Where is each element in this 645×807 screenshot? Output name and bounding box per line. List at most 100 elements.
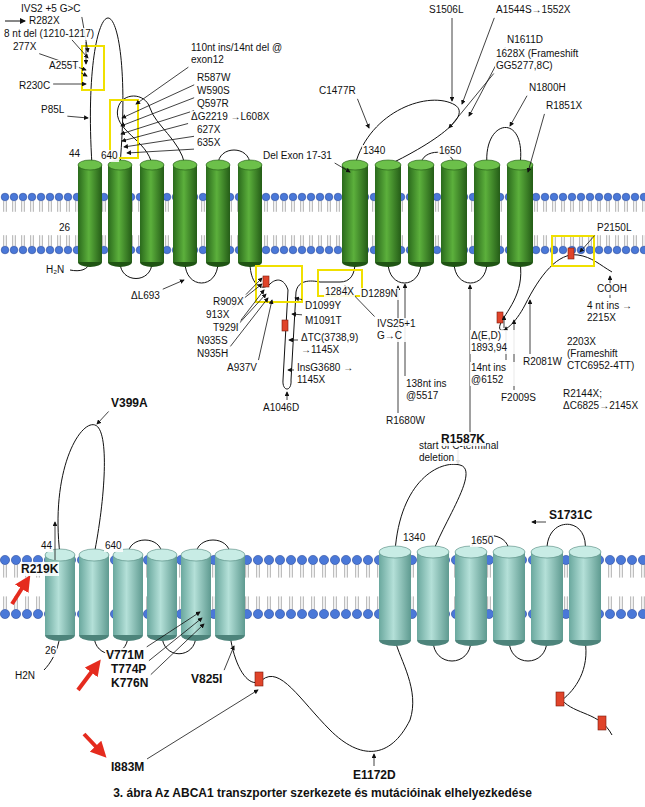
lipid-tail (303, 596, 304, 609)
lipid-tail (372, 235, 373, 246)
lipid-tail (105, 235, 106, 246)
lipid-tail (278, 565, 279, 578)
lipid-tail (627, 235, 628, 246)
lipid-tail (28, 596, 29, 609)
lipid-tail (292, 596, 293, 609)
mutation-label: V399A (110, 396, 149, 410)
lipid-head (1, 193, 9, 201)
lipid-tail (3, 201, 4, 212)
lipid-tail (39, 596, 40, 609)
lipid-head (22, 609, 31, 618)
lipid-tail (372, 201, 373, 212)
lipid-tail (435, 201, 436, 212)
lipid-tail (402, 201, 403, 212)
lipid-head (559, 246, 567, 254)
lipid-head (541, 246, 549, 254)
lipid-head (631, 246, 639, 254)
mutation-label: 1284X (324, 286, 355, 298)
mutation-label: 138nt ins @5517 (405, 378, 467, 402)
lipid-head (163, 193, 171, 201)
lipid-tail (624, 235, 625, 246)
lipid-tail (318, 235, 319, 246)
lipid-tail (282, 235, 283, 246)
lipid-tail (309, 235, 310, 246)
leader-line (53, 84, 86, 85)
lipid-head (622, 193, 630, 201)
lipid-tail (600, 201, 601, 212)
mutation-label: ΔG2219 →L608X (190, 111, 270, 123)
lipid-tail (42, 235, 43, 246)
lipid-tail (501, 201, 502, 212)
lipid-tail (438, 235, 439, 246)
lipid-tail (438, 201, 439, 212)
lipid-tail (622, 565, 623, 578)
lipid-head (341, 555, 350, 564)
lipid-tail (624, 201, 625, 212)
lipid-tail (615, 235, 616, 246)
lipid-tail (276, 235, 277, 246)
lipid-tail (543, 235, 544, 246)
lipid-tail (204, 235, 205, 246)
lipid-tail (633, 201, 634, 212)
mutation-label: 14nt ins @6152 (470, 362, 522, 386)
lipid-tail (534, 201, 535, 212)
mutation-label: 8 nt del (1210-1217) (3, 28, 95, 40)
lipid-head (262, 193, 270, 201)
lipid-tail (644, 565, 645, 578)
lipid-head (622, 246, 630, 254)
leader-line (86, 42, 87, 64)
residue-number: 1340 (402, 532, 426, 544)
lipid-head (0, 609, 9, 618)
lipid-tail (179, 596, 180, 609)
helix-top (417, 546, 449, 558)
lipid-tail (33, 235, 34, 246)
lipid-tail (309, 201, 310, 212)
lipid-head (271, 246, 279, 254)
lipid-tail (567, 596, 568, 609)
lipid-tail (57, 201, 58, 212)
lipid-head (28, 193, 36, 201)
lipid-tail (314, 565, 315, 578)
lipid-tail (14, 565, 15, 578)
lipid-tail (259, 565, 260, 578)
leader-line (398, 286, 399, 413)
mutation-label: M1091T (304, 315, 343, 327)
lipid-tail (6, 235, 7, 246)
lipid-tail (619, 565, 620, 578)
lipid-tail (270, 596, 271, 609)
lipid-tail (285, 235, 286, 246)
lipid-head (10, 246, 18, 254)
leader-line (127, 149, 194, 153)
lipid-tail (618, 201, 619, 212)
lipid-head (627, 555, 636, 564)
helix-body (493, 552, 525, 640)
lipid-tail (633, 596, 634, 609)
helix-body (79, 555, 109, 635)
mutation-label: P2150L (596, 222, 632, 234)
lipid-tail (105, 201, 106, 212)
lipid-tail (231, 235, 232, 246)
lipid-tail (281, 565, 282, 578)
lipid-tail (48, 201, 49, 212)
lipid-head (253, 555, 262, 564)
lipid-tail (366, 596, 367, 609)
lipid-tail (42, 201, 43, 212)
mutation-label: W590S (196, 85, 231, 97)
lipid-tail (21, 201, 22, 212)
lipid-tail (355, 596, 356, 609)
lipid-tail (245, 596, 246, 609)
mutation-label: 1628X (Frameshift GG5277,8C) (495, 48, 637, 72)
mutation-label: 110nt ins/14nt del @ exon12 (190, 42, 292, 66)
lipid-tail (435, 235, 436, 246)
lipid-tail (3, 565, 4, 578)
lipid-tail (347, 565, 348, 578)
lipid-head (616, 609, 625, 618)
mutation-label: P85L (40, 104, 65, 116)
lipid-head (640, 193, 645, 201)
lipid-tail (642, 201, 643, 212)
mutation-label: I883M (110, 760, 145, 774)
lipid-tail (546, 235, 547, 246)
helix-body (375, 165, 401, 262)
lipid-tail (51, 201, 52, 212)
